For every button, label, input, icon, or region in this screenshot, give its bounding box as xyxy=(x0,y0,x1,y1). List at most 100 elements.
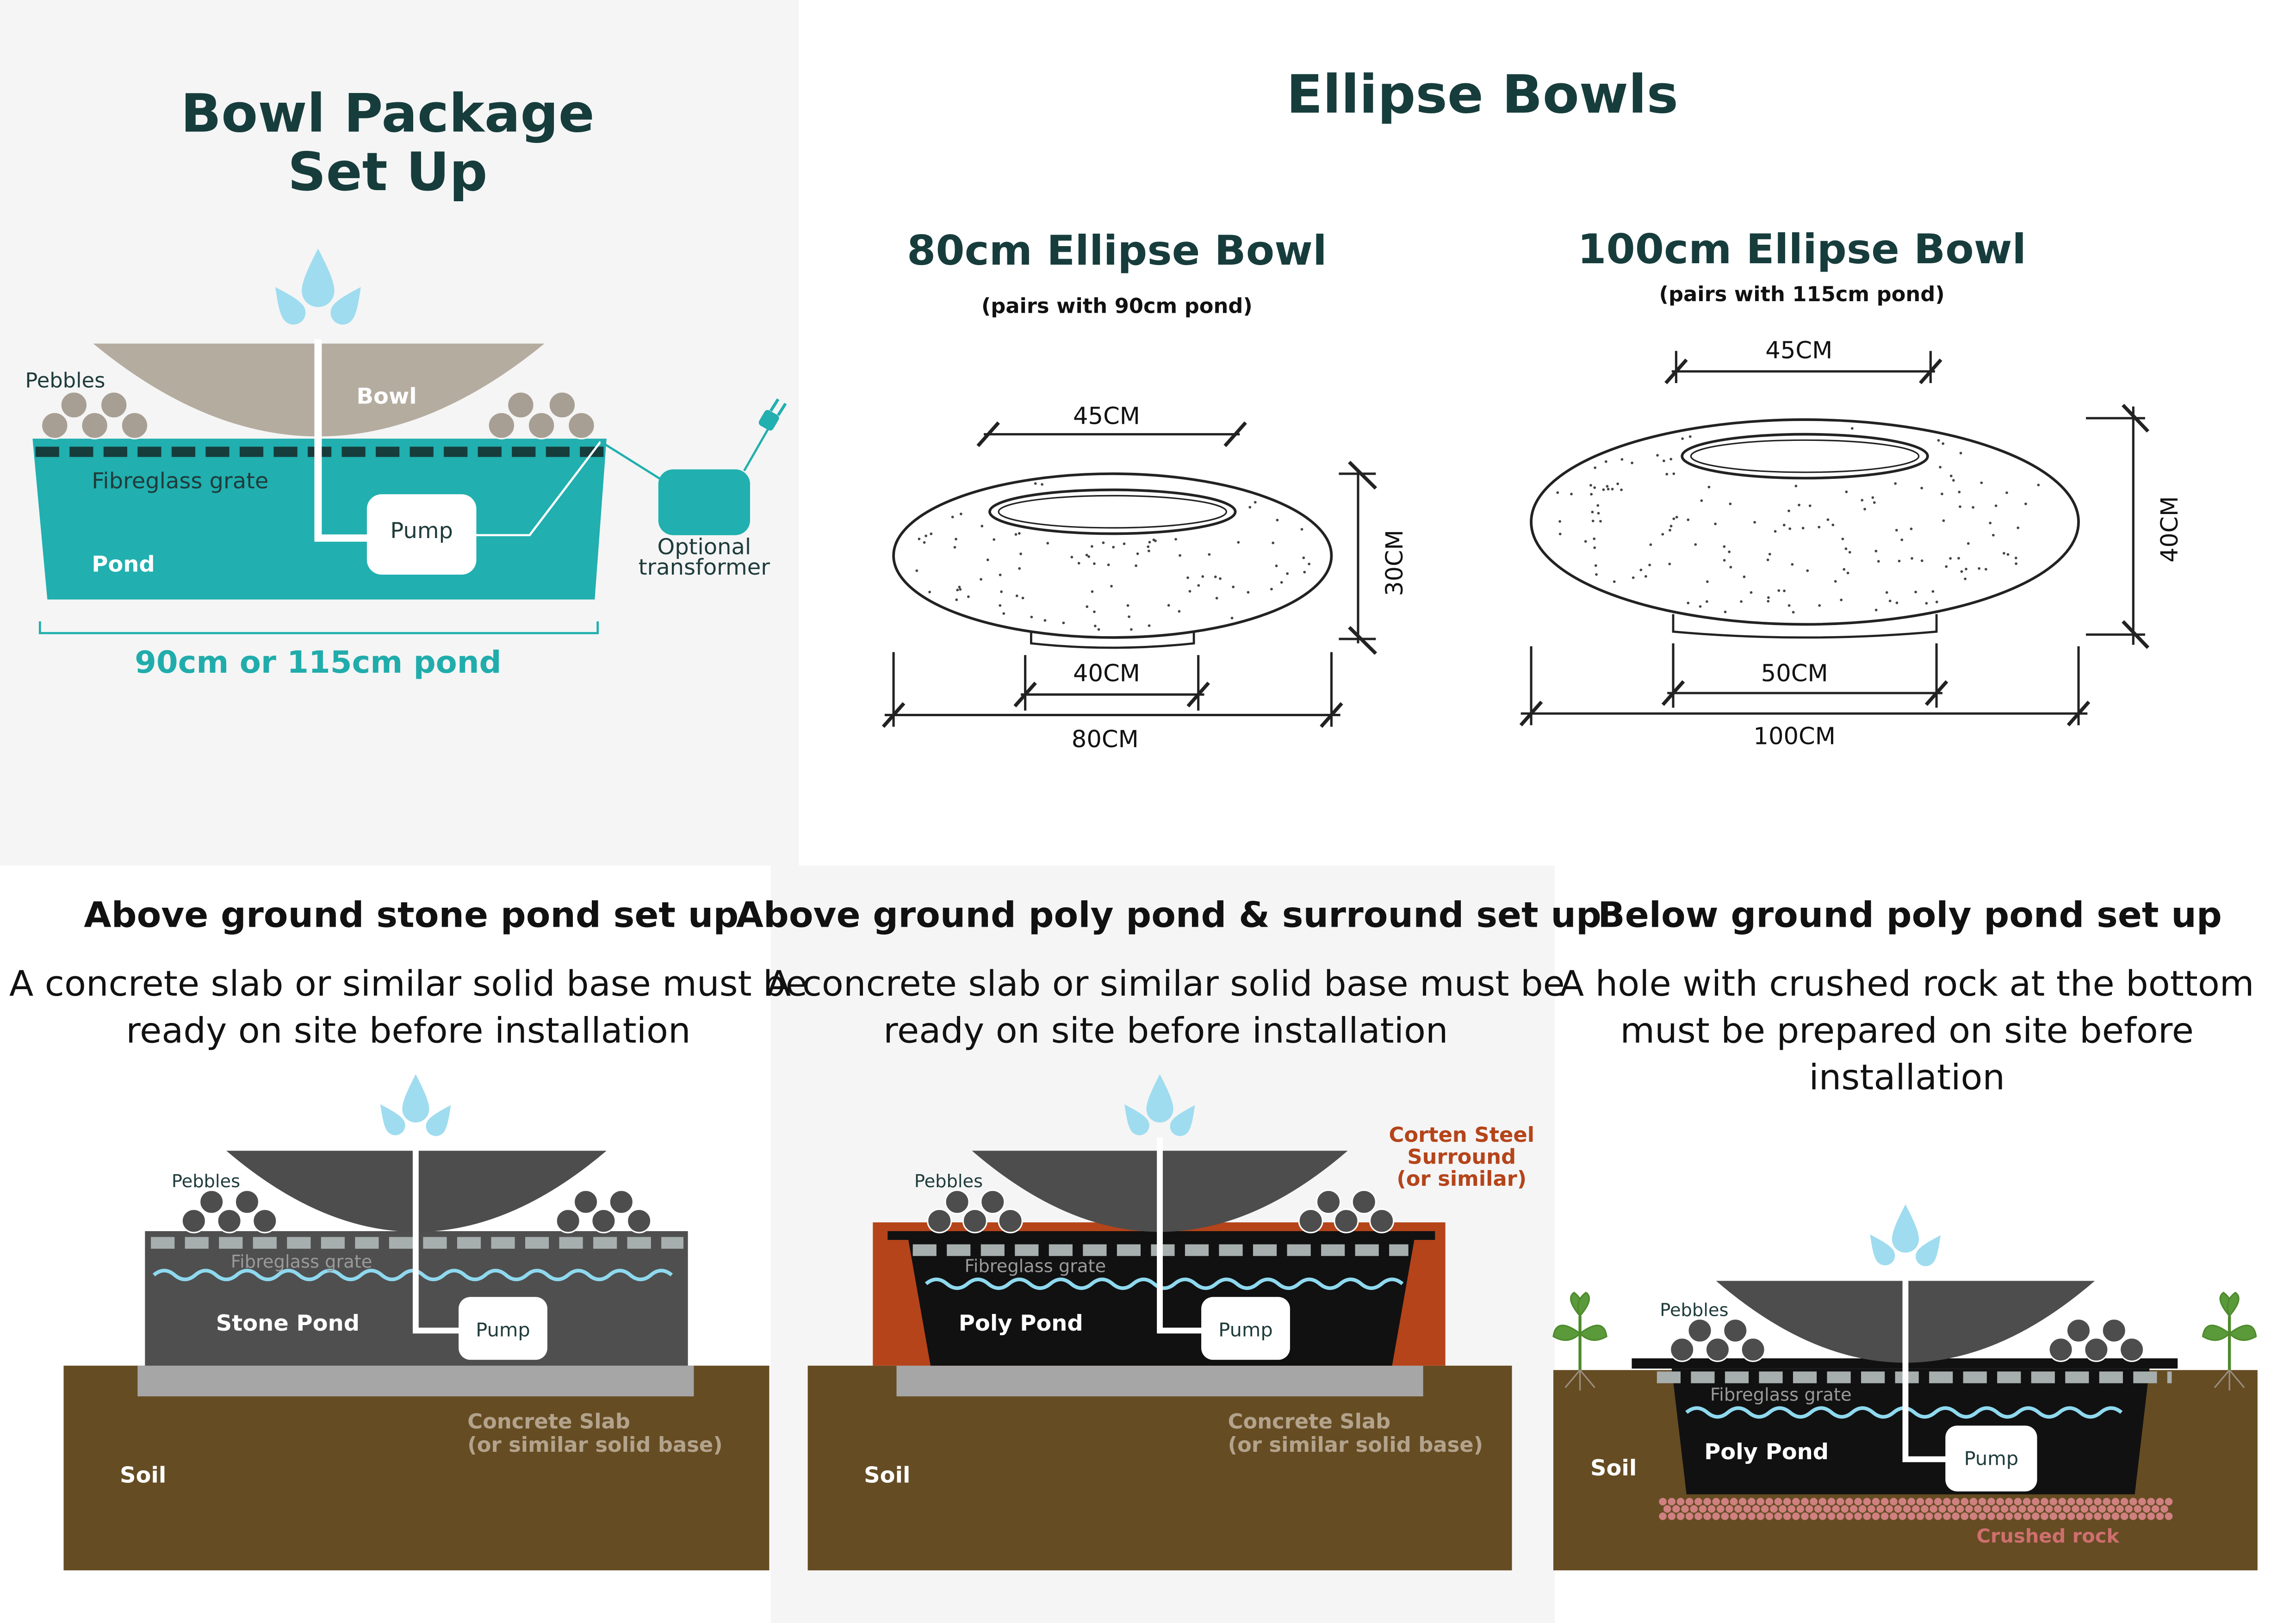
speckle xyxy=(956,588,959,592)
pebbles-label: Pebbles xyxy=(1660,1300,1728,1320)
panel-description-line3: installation xyxy=(1809,1057,2005,1097)
crushed-rock-stone xyxy=(1725,1505,1733,1513)
speckle xyxy=(1972,506,1974,509)
speckle xyxy=(1613,580,1616,583)
bowl-pairing-note: (pairs with 90cm pond) xyxy=(981,295,1253,318)
speckle xyxy=(1093,562,1096,565)
crushed-rock-stone xyxy=(1899,1498,1906,1505)
ellipse-section-title: Ellipse Bowls xyxy=(1286,64,1678,125)
crushed-rock-stone xyxy=(1668,1498,1676,1505)
dimension-tick xyxy=(2122,620,2150,649)
speckle xyxy=(1649,543,1652,546)
crushed-rock-stone xyxy=(1912,1505,1920,1513)
soil-ground xyxy=(63,1365,769,1571)
speckle xyxy=(1015,595,1018,597)
crushed-rock-stone xyxy=(1832,1505,1840,1513)
speckle xyxy=(1644,575,1647,578)
speckle xyxy=(1740,600,1743,603)
bowl-speckles xyxy=(915,482,1311,631)
crushed-rock-stone xyxy=(1748,1498,1756,1505)
crushed-rock-stone xyxy=(1690,1505,1698,1513)
crushed-rock-stone xyxy=(2085,1498,2093,1505)
speckle xyxy=(1945,565,1948,568)
speckle xyxy=(1148,624,1151,627)
crushed-rock-stone xyxy=(1738,1512,1747,1520)
overall-width-label: 80CM xyxy=(1072,725,1139,753)
speckle xyxy=(1895,529,1898,532)
crushed-rock-stone xyxy=(1676,1498,1685,1505)
speckle xyxy=(1091,590,1094,593)
speckle xyxy=(1215,597,1218,600)
crushed-rock-stone xyxy=(2107,1505,2115,1513)
base-width-label: 40CM xyxy=(1073,660,1140,687)
speckle xyxy=(1723,545,1726,548)
speckle xyxy=(1128,615,1130,618)
speckle xyxy=(918,538,921,540)
grate-label: Fibreglass grate xyxy=(231,1251,372,1272)
crushed-rock-stone xyxy=(2045,1505,2053,1513)
package-title-line1: Bowl Package xyxy=(180,83,594,144)
crushed-rock-stone xyxy=(1916,1512,1924,1520)
speckle xyxy=(1237,541,1240,544)
speckle xyxy=(1021,596,1024,600)
crushed-rock-stone xyxy=(1921,1505,1929,1513)
speckle xyxy=(1275,564,1278,567)
speckle xyxy=(1110,585,1113,588)
dimension-tick xyxy=(1223,421,1247,447)
panel-title: Above ground poly pond & surround set up xyxy=(736,894,1601,935)
slab-label-line2: (or similar solid base) xyxy=(467,1433,722,1457)
pebbles-label: Pebbles xyxy=(914,1171,983,1191)
crushed-rock-stone xyxy=(2103,1512,2111,1520)
speckle xyxy=(2005,491,2008,494)
pebble xyxy=(199,1189,224,1214)
crushed-rock-stone xyxy=(1685,1498,1694,1505)
speckle xyxy=(1043,619,1047,622)
speckle xyxy=(1302,556,1305,559)
crushed-rock-stone xyxy=(1694,1512,1702,1520)
speckle xyxy=(1787,509,1790,513)
crushed-rock-stone xyxy=(1827,1498,1836,1505)
water-pipe xyxy=(1157,1137,1204,1334)
speckle xyxy=(1147,545,1150,548)
crushed-rock-stone xyxy=(1756,1512,1764,1520)
crushed-rock-stone xyxy=(2156,1498,2164,1505)
speckle xyxy=(1270,588,1273,591)
speckle xyxy=(960,513,962,515)
speckle xyxy=(1123,542,1126,545)
crushed-rock-stone xyxy=(1748,1512,1756,1520)
crushed-rock-stone xyxy=(1992,1505,2000,1513)
crushed-rock-stone xyxy=(2014,1512,2022,1520)
speckle xyxy=(915,569,918,572)
crushed-rock-stone xyxy=(2063,1505,2071,1513)
crushed-rock-stone xyxy=(1872,1498,1880,1505)
pebble xyxy=(507,391,535,419)
speckle xyxy=(1687,601,1690,605)
crushed-rock-stone xyxy=(2041,1512,2048,1520)
pond-label: Pond xyxy=(92,552,155,577)
speckle xyxy=(1152,538,1155,541)
crushed-rock-stone xyxy=(2129,1498,2137,1505)
speckle xyxy=(1102,541,1105,544)
speckle xyxy=(1632,576,1635,579)
speckle xyxy=(2037,483,2040,487)
crushed-rock-stone xyxy=(1880,1512,1889,1520)
top-width-label: 45CM xyxy=(1073,403,1140,430)
speckle xyxy=(1900,538,1904,541)
plant-icon xyxy=(2202,1291,2257,1391)
speckle xyxy=(1898,559,1901,563)
pebble xyxy=(1687,1318,1713,1343)
transformer-cable xyxy=(600,440,662,481)
pond-size-label: 90cm or 115cm pond xyxy=(135,644,501,680)
speckle xyxy=(1806,569,1809,572)
pebble xyxy=(181,1208,207,1233)
bowl-outline xyxy=(1530,418,2080,626)
crushed-rock-stone xyxy=(1663,1505,1671,1513)
crushed-rock-stone xyxy=(1978,1498,1986,1505)
pond-label: Poly Pond xyxy=(959,1311,1083,1336)
crushed-rock-stone xyxy=(1952,1512,1960,1520)
speckle xyxy=(1994,504,1998,508)
speckle xyxy=(1861,499,1864,502)
pump-label: Pump xyxy=(390,518,453,544)
crushed-rock-stone xyxy=(1890,1512,1898,1520)
speckle xyxy=(1070,556,1074,558)
